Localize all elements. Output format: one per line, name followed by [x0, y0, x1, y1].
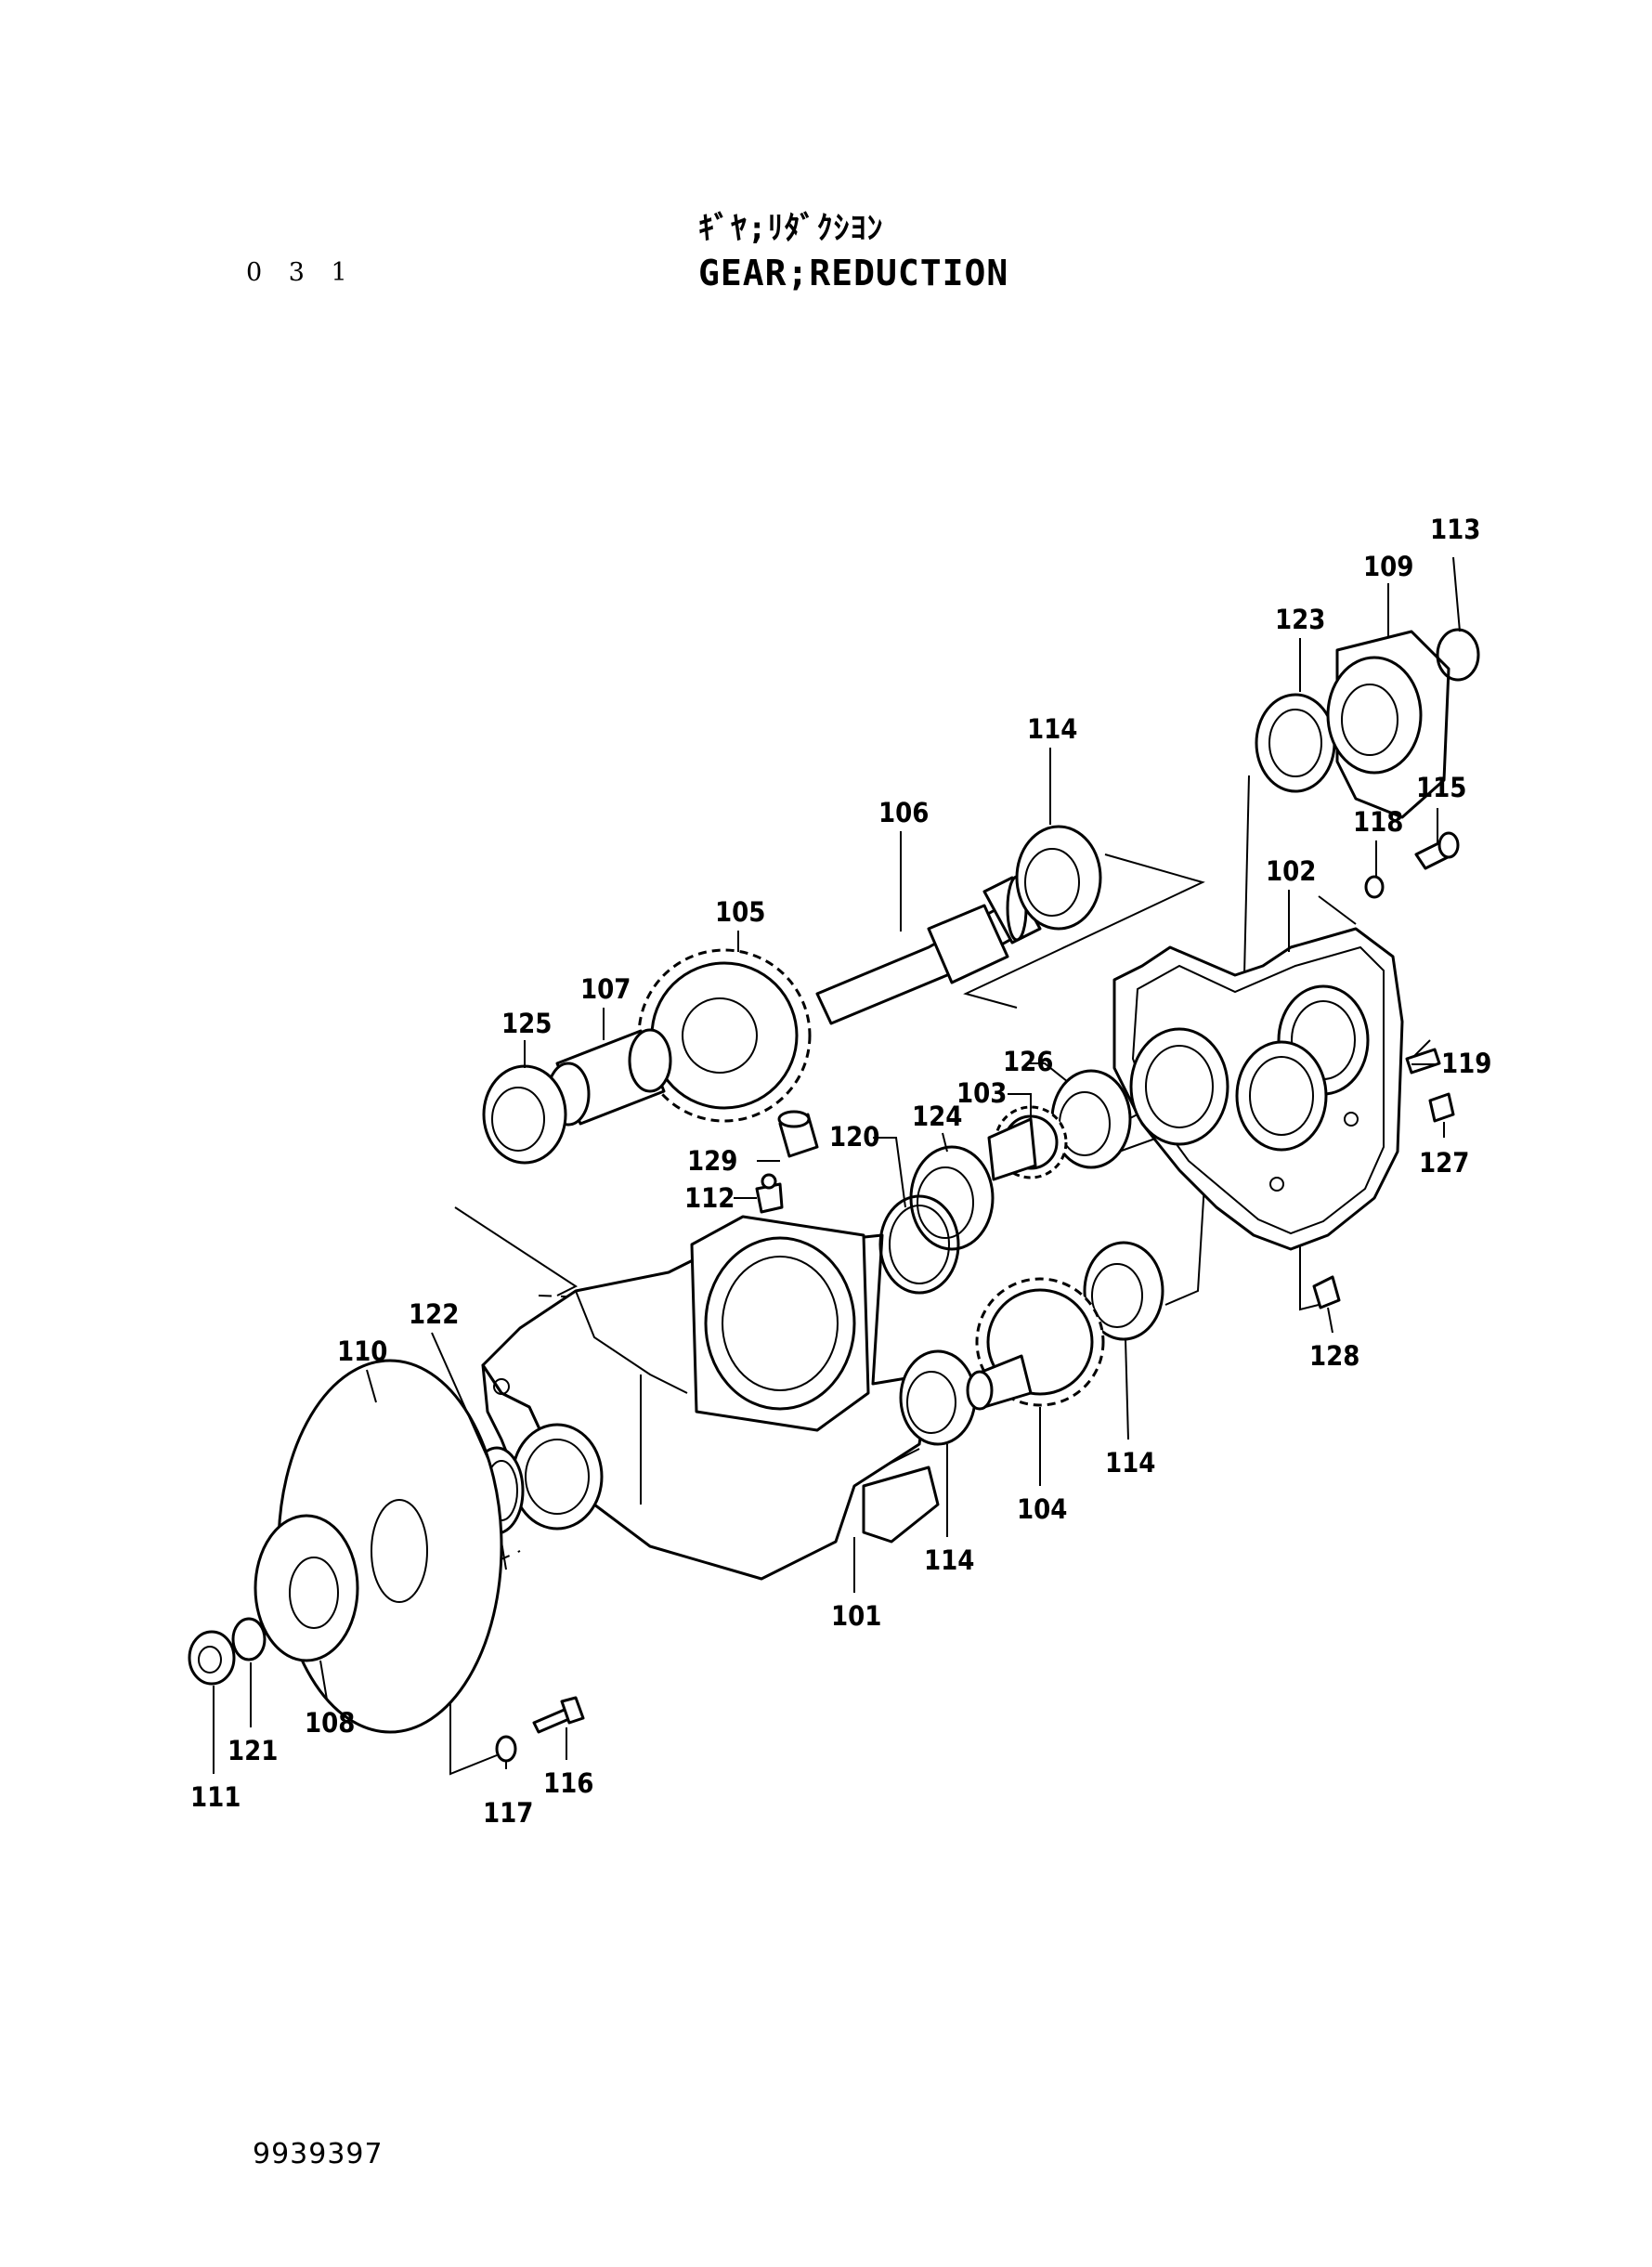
- spur-gear-large: [637, 948, 812, 1123]
- page-title-japanese: ｷﾞﾔ;ﾘﾀﾞｸｼﾖﾝ: [698, 210, 884, 247]
- callout-126: 126: [1003, 1046, 1053, 1077]
- callout-116: 116: [543, 1767, 593, 1799]
- callout-114-upper: 114: [1027, 713, 1077, 745]
- callout-101: 101: [831, 1600, 881, 1632]
- bolt-115: [1414, 831, 1460, 870]
- snap-ring: [878, 1194, 960, 1295]
- callout-103: 103: [956, 1077, 1007, 1109]
- callout-104: 104: [1017, 1493, 1067, 1525]
- bearing-114-upper: [1015, 825, 1102, 931]
- plug-127: [1428, 1092, 1455, 1123]
- part-callouts: 113 109 123 114 115 118 106 102 105 107 …: [190, 514, 1491, 1829]
- callout-117: 117: [483, 1797, 533, 1829]
- callout-122: 122: [409, 1298, 459, 1330]
- bearing-125: [482, 1064, 567, 1165]
- callout-107: 107: [580, 973, 631, 1005]
- callout-127: 127: [1419, 1147, 1469, 1179]
- callout-123: 123: [1275, 604, 1325, 635]
- flange-109: [1326, 630, 1450, 819]
- pin-119: [1405, 1048, 1441, 1075]
- callout-114-middle: 114: [924, 1544, 974, 1576]
- callout-120: 120: [829, 1121, 879, 1153]
- o-ring-121: [231, 1617, 267, 1661]
- callout-124: 124: [912, 1101, 962, 1132]
- callout-108: 108: [305, 1707, 355, 1739]
- callout-121: 121: [228, 1735, 278, 1766]
- washer-117: [495, 1735, 517, 1763]
- callout-118: 118: [1353, 806, 1403, 838]
- nut-111: [188, 1630, 236, 1686]
- flange-108: [254, 1514, 359, 1662]
- document-code: 9939397: [253, 2138, 384, 2170]
- bolt-116: [532, 1696, 585, 1734]
- callout-119: 119: [1441, 1048, 1491, 1079]
- output-shaft: [815, 875, 1042, 1025]
- bearing-124: [909, 1145, 995, 1251]
- washer-118: [1364, 875, 1385, 899]
- pinion-gear-103: [987, 1105, 1068, 1181]
- callout-102: 102: [1266, 855, 1316, 887]
- callout-129: 129: [687, 1145, 737, 1177]
- callout-125: 125: [501, 1008, 552, 1039]
- o-ring-113: [1436, 628, 1480, 682]
- callout-112: 112: [684, 1182, 735, 1214]
- callout-115: 115: [1416, 772, 1466, 803]
- callout-128: 128: [1309, 1340, 1359, 1372]
- callout-114-right: 114: [1105, 1447, 1155, 1479]
- callout-109: 109: [1363, 551, 1413, 582]
- oil-seal-123: [1255, 693, 1336, 793]
- bearing-114-middle: [899, 1349, 977, 1446]
- assembly-guide-lines: [375, 775, 1431, 1776]
- bearing-114-right: [1083, 1241, 1164, 1341]
- spur-gear-104: [966, 1277, 1105, 1411]
- page-title: GEAR;REDUCTION: [698, 253, 1009, 293]
- callout-106: 106: [878, 797, 929, 828]
- gear-case-cover: [1112, 927, 1404, 1251]
- leader-lines: [213, 556, 1461, 1774]
- gear-case-housing: [481, 1215, 940, 1581]
- plug-128: [1312, 1275, 1341, 1309]
- callout-113: 113: [1430, 514, 1480, 545]
- grease-nipple-112: [755, 1173, 784, 1214]
- callout-111: 111: [190, 1781, 241, 1813]
- page-number: 0 3 1: [246, 258, 357, 287]
- plug-129: [777, 1110, 819, 1158]
- callout-110: 110: [337, 1335, 387, 1367]
- spacer-tube: [546, 1028, 672, 1127]
- callout-105: 105: [715, 896, 765, 928]
